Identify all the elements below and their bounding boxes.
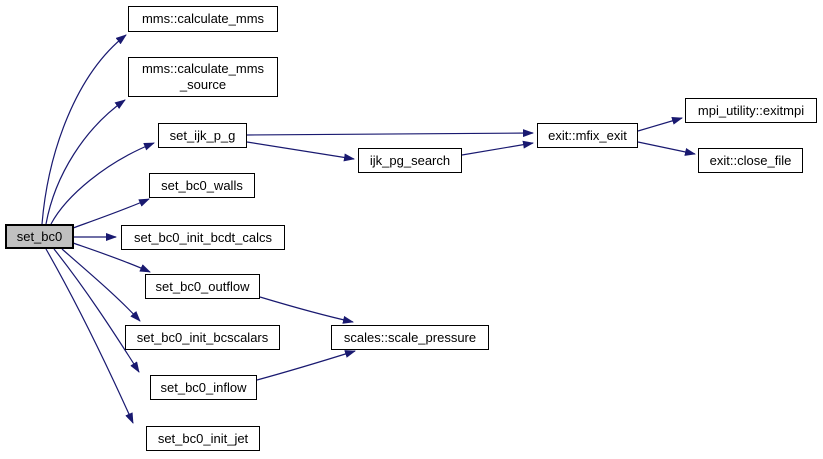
node-label: exit::mfix_exit [548, 127, 627, 143]
node-label: mpi_utility::exitmpi [697, 102, 805, 118]
node-label: set_bc0_outflow [155, 278, 250, 294]
node-label: set_bc0_init_bcdt_calcs [133, 229, 273, 245]
edge-set_bc0-calculate_mms [41, 34, 127, 225]
node-exitmpi[interactable]: mpi_utility::exitmpi [685, 98, 817, 123]
node-label: set_ijk_p_g [169, 127, 236, 143]
node-label: set_bc0_init_jet [157, 430, 249, 446]
node-label: set_bc0_walls [161, 177, 243, 193]
edge-set_bc0-set_bc0_init_bcscalars [61, 248, 141, 322]
edge-set_ijk_p_g-mfix_exit [246, 129, 534, 138]
node-set_bc0_walls[interactable]: set_bc0_walls [149, 173, 255, 198]
node-set_bc0_init_jet[interactable]: set_bc0_init_jet [146, 426, 260, 451]
edge-mfix_exit-close_file [637, 141, 696, 156]
node-ijk_pg_search[interactable]: ijk_pg_search [358, 148, 462, 173]
node-set_bc0_inflow[interactable]: set_bc0_inflow [150, 375, 257, 400]
node-label: exit::close_file [709, 152, 792, 168]
edge-set_bc0-set_ijk_p_g [50, 142, 155, 225]
node-set_bc0_init_bcscalars[interactable]: set_bc0_init_bcscalars [125, 325, 280, 350]
edge-set_bc0-set_bc0_init_jet [45, 248, 134, 424]
node-label: set_bc0_init_bcscalars [136, 329, 269, 345]
node-calculate_mms_source[interactable]: mms::calculate_mms _source [128, 57, 278, 97]
edge-mfix_exit-exitmpi [637, 116, 683, 132]
node-scale_pressure[interactable]: scales::scale_pressure [331, 325, 489, 350]
node-set_bc0_outflow[interactable]: set_bc0_outflow [145, 274, 260, 299]
node-set_ijk_p_g[interactable]: set_ijk_p_g [158, 123, 247, 148]
node-label: scales::scale_pressure [343, 329, 477, 345]
edge-set_bc0_outflow-scale_pressure [259, 296, 354, 324]
node-calculate_mms[interactable]: mms::calculate_mms [128, 6, 278, 32]
edge-set_bc0-set_bc0_walls [72, 198, 150, 229]
edge-ijk_pg_search-mfix_exit [461, 140, 534, 156]
node-close_file[interactable]: exit::close_file [698, 148, 803, 173]
edge-set_bc0_inflow-scale_pressure [256, 350, 356, 381]
node-label: set_bc0_inflow [160, 379, 247, 395]
node-label: mms::calculate_mms [141, 11, 265, 26]
edge-set_bc0-set_bc0_inflow [53, 248, 140, 373]
edge-set_ijk_p_g-ijk_pg_search [246, 141, 355, 162]
node-set_bc0: set_bc0 [5, 224, 74, 249]
node-label-line2: _source [179, 77, 227, 92]
node-label: ijk_pg_search [369, 152, 451, 168]
node-label-line1: mms::calculate_mms [141, 61, 265, 76]
edge-set_bc0-calculate_mms_source [45, 99, 126, 225]
node-set_bc0_init_bcdt_calcs[interactable]: set_bc0_init_bcdt_calcs [121, 225, 285, 250]
node-mfix_exit[interactable]: exit::mfix_exit [537, 123, 638, 148]
node-label: set_bc0 [16, 228, 63, 244]
